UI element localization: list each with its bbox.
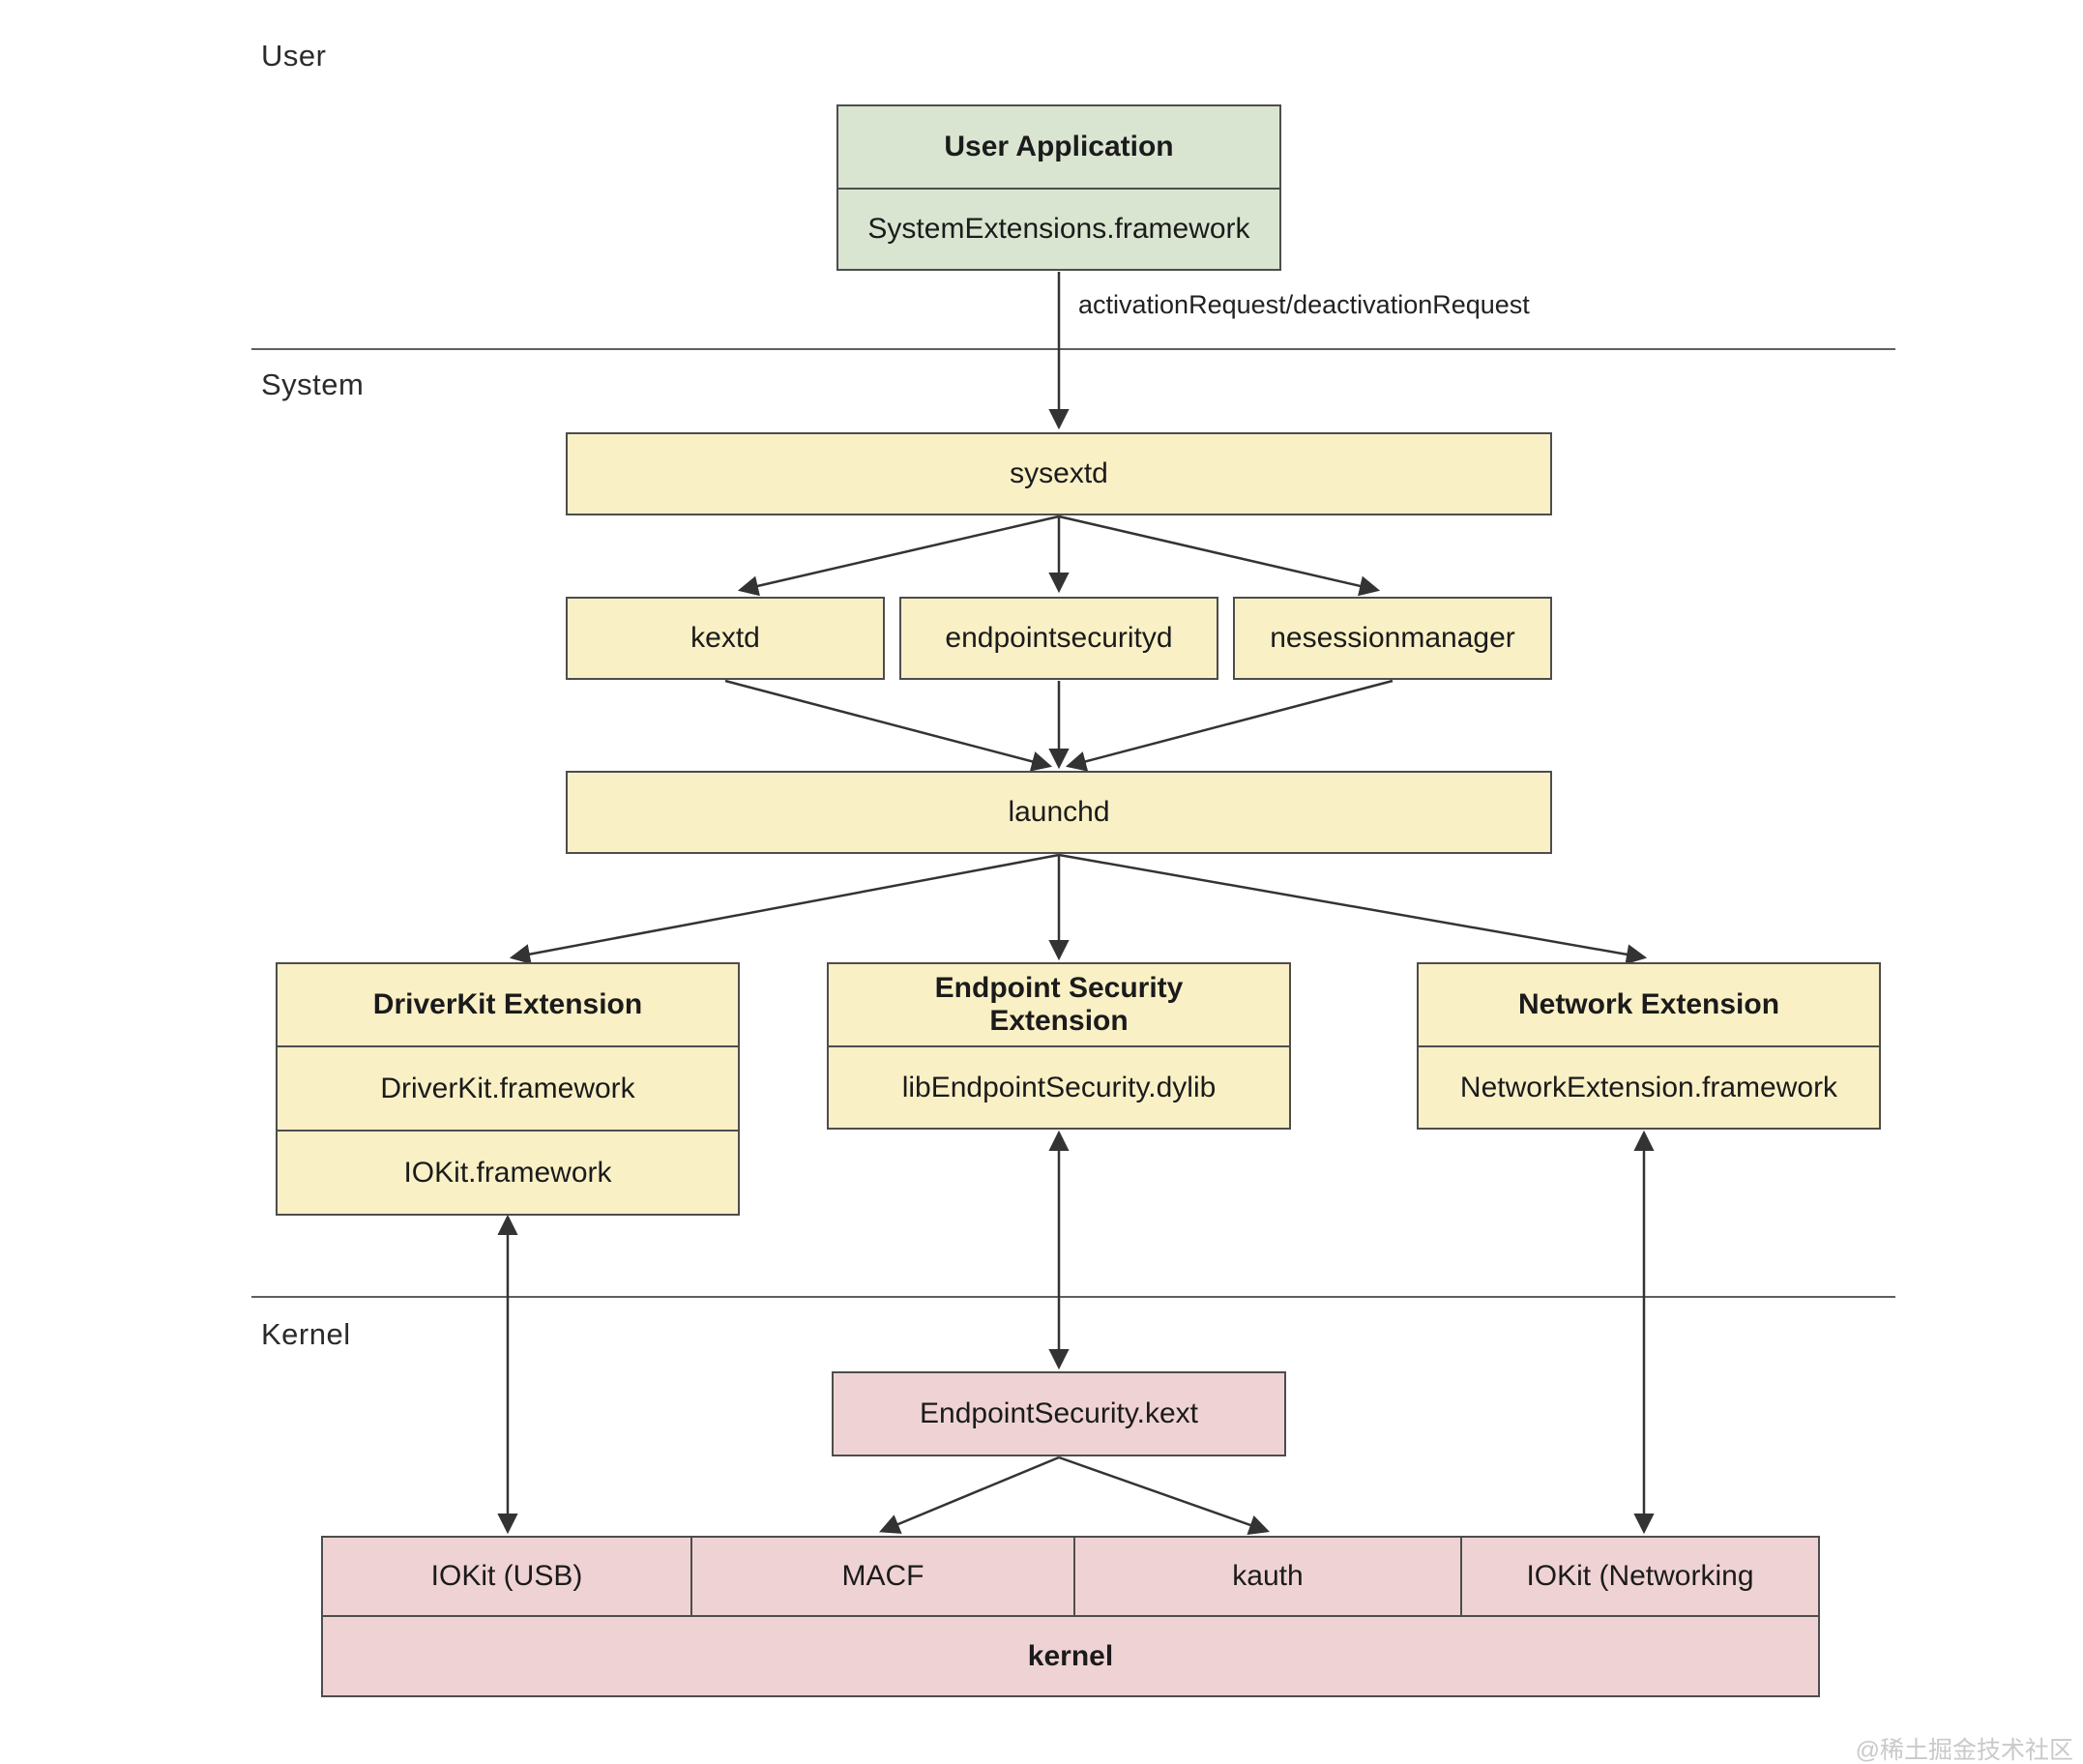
watermark: @稀土掘金技术社区: [1855, 1737, 2073, 1764]
user-application-title: User Application: [944, 131, 1174, 162]
libendpointsecurity-label: libEndpointSecurity.dylib: [829, 1045, 1289, 1128]
edge-kext-kauth: [1058, 1455, 1271, 1535]
divider-system-kernel: [251, 1296, 1895, 1298]
kernel-base-label: kernel: [1027, 1639, 1114, 1672]
endpoint-security-extension-title: Endpoint Security Extension: [934, 972, 1184, 1037]
node-kextd: kextd: [566, 597, 885, 680]
sysextd-label: sysextd: [1010, 457, 1108, 489]
edge-kextd-launchd: [724, 679, 1053, 772]
edge-nesessionmanager-launchd: [1065, 679, 1394, 772]
kernel-cell-iokit-networking: IOKit (Networking: [1460, 1538, 1818, 1615]
node-launchd: launchd: [566, 771, 1552, 854]
kextd-label: kextd: [690, 622, 760, 654]
driverkit-framework-label: DriverKit.framework: [278, 1045, 738, 1130]
user-application-framework: SystemExtensions.framework: [838, 188, 1279, 269]
layer-label-kernel: Kernel: [261, 1317, 351, 1351]
node-endpointsecurityd: endpointsecurityd: [899, 597, 1218, 680]
node-sysextd: sysextd: [566, 432, 1552, 515]
node-user-application: User Application SystemExtensions.framew…: [836, 104, 1281, 271]
node-endpoint-security-extension: Endpoint Security Extension libEndpointS…: [827, 962, 1291, 1130]
network-extension-title: Network Extension: [1517, 988, 1780, 1020]
driverkit-extension-title: DriverKit Extension: [372, 988, 643, 1020]
launchd-label: launchd: [1008, 796, 1110, 828]
endpointsecurity-kext-label: EndpointSecurity.kext: [920, 1397, 1198, 1429]
node-network-extension: Network Extension NetworkExtension.frame…: [1417, 962, 1881, 1130]
kernel-cell-kauth: kauth: [1073, 1538, 1460, 1615]
edge-label-activation-request: activationRequest/deactivationRequest: [1078, 290, 1530, 319]
node-kernel-subsystems: IOKit (USB) MACF kauth IOKit (Networking: [321, 1536, 1820, 1617]
node-endpointsecurity-kext: EndpointSecurity.kext: [832, 1371, 1286, 1456]
endpointsecurityd-label: endpointsecurityd: [945, 622, 1173, 654]
kernel-cell-macf: MACF: [690, 1538, 1073, 1615]
edge-kext-macf: [879, 1455, 1060, 1534]
kernel-cell-iokit-usb: IOKit (USB): [430, 1560, 583, 1592]
edge-sysextd-nesessionmanager: [1058, 514, 1381, 597]
nesessionmanager-label: nesessionmanager: [1270, 622, 1515, 654]
networkextension-framework-label: NetworkExtension.framework: [1419, 1045, 1879, 1128]
layer-label-system: System: [261, 368, 365, 401]
edge-launchd-network-ext: [1058, 853, 1648, 965]
node-nesessionmanager: nesessionmanager: [1233, 597, 1552, 680]
edge-sysextd-kextd: [737, 514, 1060, 597]
divider-user-system: [251, 348, 1895, 350]
layer-label-user: User: [261, 39, 327, 73]
edge-launchd-driverkit: [509, 853, 1060, 965]
node-kernel-base: kernel: [321, 1615, 1820, 1697]
iokit-framework-label: IOKit.framework: [278, 1130, 738, 1214]
node-driverkit-extension: DriverKit Extension DriverKit.framework …: [276, 962, 740, 1216]
